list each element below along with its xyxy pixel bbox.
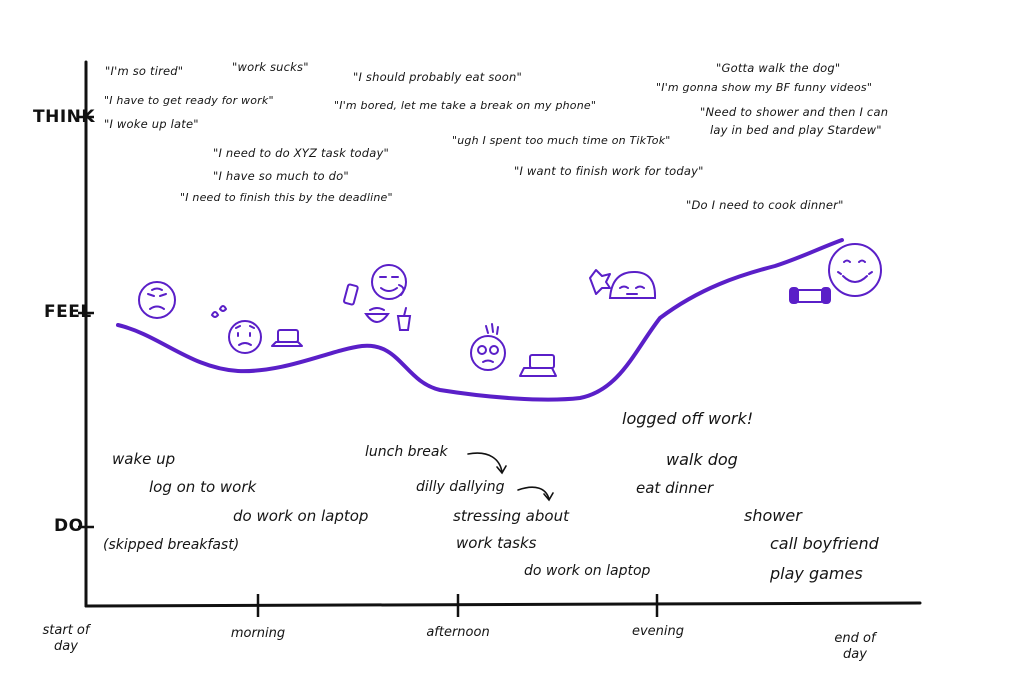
thought: "I have so much to do": [213, 169, 349, 183]
activity: do work on laptop: [524, 563, 651, 579]
thought: "I need to do XYZ task today": [213, 146, 390, 160]
time-label-afternoon: afternoon: [426, 625, 490, 640]
thought: "Gotta walk the dog": [716, 61, 841, 75]
time-label-start: start of day: [42, 623, 90, 655]
phone-icon: [343, 283, 359, 306]
thought: "I need to finish this by the deadline": [180, 191, 393, 204]
sad-face-icon: [138, 281, 176, 319]
thought: "I'm gonna show my BF funny videos": [656, 81, 873, 94]
time-label-morning: morning: [230, 626, 286, 641]
thought: "ugh I spent too much time on TikTok": [452, 134, 671, 147]
time-label-end: end of day: [834, 631, 876, 663]
row-label-feel: FEEL: [44, 302, 92, 322]
thought: "Need to shower and then I can: [700, 105, 889, 119]
sweat-drops-icon: [210, 305, 228, 318]
worried-face-icon: [228, 320, 262, 354]
row-label-think: THINK: [33, 107, 96, 127]
activity: stressing about: [453, 507, 569, 525]
thought: "I woke up late": [104, 117, 199, 131]
drink-cup-icon: [396, 307, 412, 331]
horizontal-axis: [84, 601, 922, 608]
activity: (skipped breakfast): [103, 537, 240, 553]
activity: work tasks: [456, 534, 537, 552]
thought: "Do I need to cook dinner": [686, 198, 844, 212]
thought: "work sucks": [232, 60, 309, 74]
activity: log on to work: [149, 478, 257, 496]
time-label-evening: evening: [631, 624, 685, 639]
thought: "I have to get ready for work": [104, 94, 274, 107]
thought: "I'm bored, let me take a break on my ph…: [334, 99, 597, 112]
laptop-icon: [519, 354, 557, 377]
thought: "I should probably eat soon": [353, 70, 522, 84]
relaxed-face-icon: [608, 270, 657, 299]
game-console-icon: [789, 287, 831, 304]
emotion-curve: [116, 238, 844, 402]
dizzy-face-icon: [470, 335, 506, 371]
row-label-do: DO: [54, 516, 84, 536]
activity: lunch break: [365, 444, 448, 460]
activity: call boyfriend: [770, 534, 879, 553]
activity: play games: [770, 564, 863, 583]
stress-lines-icon: [485, 323, 499, 335]
dog-icon: [589, 269, 611, 295]
activity: do work on laptop: [233, 507, 369, 525]
thought: "I'm so tired": [105, 64, 184, 78]
bowl-icon: [364, 307, 390, 323]
activity: eat dinner: [636, 479, 714, 497]
activity: wake up: [112, 450, 176, 468]
activity: shower: [744, 506, 802, 525]
activity: logged off work!: [622, 409, 754, 428]
activity: dilly dallying: [416, 479, 505, 495]
happy-face-icon: [828, 243, 882, 297]
laptop-icon: [271, 329, 303, 347]
thought: lay in bed and play Stardew": [710, 123, 882, 137]
thought: "I want to finish work for today": [514, 164, 704, 178]
activity: walk dog: [666, 450, 738, 469]
eating-face-icon: [371, 264, 407, 300]
